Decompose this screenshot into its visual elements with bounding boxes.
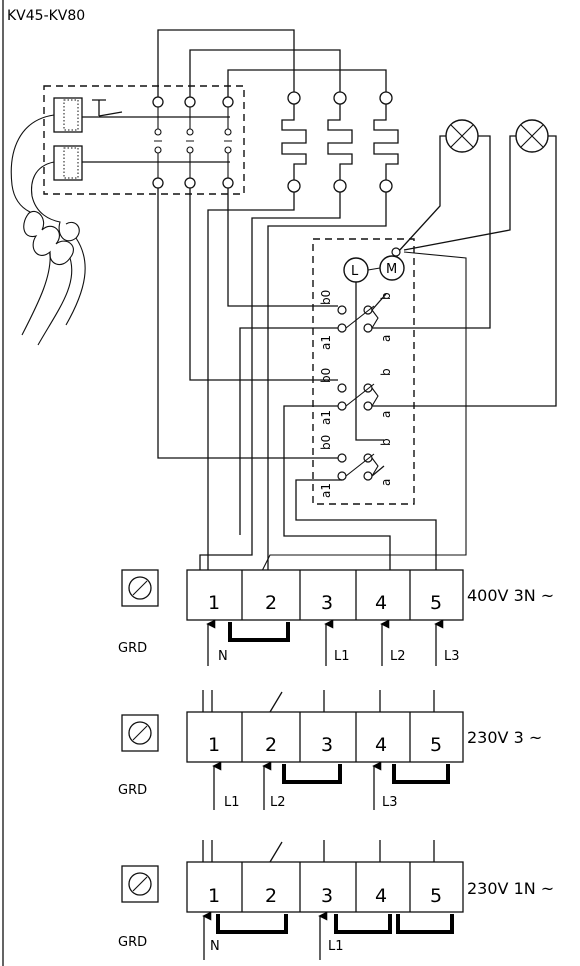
svg-text:4: 4 (375, 885, 387, 907)
internal-wiring (157, 188, 437, 570)
svg-text:L1: L1 (334, 649, 350, 664)
svg-text:a: a (379, 411, 393, 418)
svg-text:b0: b0 (319, 435, 333, 450)
svg-text:2: 2 (265, 885, 277, 907)
svg-text:N: N (218, 649, 228, 664)
terminal-block-230v-3: GRD 1 2 3 4 5 230V 3 ~ L1 L2 L3 (118, 690, 542, 810)
ground-terminal-3: GRD (118, 865, 159, 950)
svg-text:GRD: GRD (118, 783, 147, 798)
thermostat-contacts (152, 96, 234, 189)
svg-text:a1: a1 (319, 483, 333, 498)
top-wiring (157, 29, 387, 97)
svg-text:a1: a1 (319, 335, 333, 350)
svg-text:L3: L3 (444, 649, 460, 664)
svg-text:N: N (210, 939, 220, 954)
heating-element-2 (327, 91, 353, 193)
svg-text:L2: L2 (270, 795, 286, 810)
lamp-1-icon (445, 119, 479, 153)
svg-text:400V 3N ~: 400V 3N ~ (467, 586, 554, 605)
svg-text:b0: b0 (319, 290, 333, 305)
svg-text:1: 1 (208, 592, 220, 614)
selector-switch: L M b0 a1 b a b0 a1 b a (259, 238, 467, 576)
svg-text:2: 2 (265, 592, 277, 614)
svg-text:L2: L2 (390, 649, 406, 664)
svg-text:b0: b0 (319, 368, 333, 383)
svg-text:4: 4 (375, 592, 387, 614)
svg-text:3: 3 (321, 885, 333, 907)
svg-text:5: 5 (430, 592, 442, 614)
svg-text:4: 4 (375, 734, 387, 756)
ground-terminal-1: GRD (118, 569, 159, 656)
switch-3: b0 a1 b a (319, 435, 393, 498)
switch-2: b0 a1 b a (319, 368, 393, 425)
svg-text:a1: a1 (319, 410, 333, 425)
svg-text:GRD: GRD (118, 935, 147, 950)
svg-text:b: b (379, 368, 393, 376)
thermostat-unit (43, 85, 245, 195)
heating-element-1 (281, 91, 307, 193)
svg-text:3: 3 (321, 592, 333, 614)
svg-text:b: b (379, 292, 393, 300)
svg-text:b: b (379, 438, 393, 446)
svg-text:5: 5 (430, 885, 442, 907)
heating-element-3 (373, 91, 399, 193)
lamp-2-icon (515, 119, 549, 153)
svg-text:L3: L3 (382, 795, 398, 810)
terminal-block-400v-3n: GRD 1 2 3 4 5 400V 3N ~ N L1 L2 L3 (118, 569, 554, 666)
svg-text:1: 1 (208, 885, 220, 907)
svg-text:3: 3 (321, 734, 333, 756)
indicator-light-icon: L (343, 257, 369, 283)
capillary-tube (10, 114, 86, 346)
terminal-block-230v-1n: GRD 1 2 3 4 5 230V 1N ~ N L1 (118, 840, 554, 960)
svg-text:2: 2 (265, 734, 277, 756)
svg-text:1: 1 (208, 734, 220, 756)
switch-1: b0 a1 b a (319, 290, 393, 350)
svg-text:230V 3 ~: 230V 3 ~ (467, 728, 542, 747)
diagram-title: KV45-KV80 (7, 8, 85, 24)
svg-text:L1: L1 (224, 795, 240, 810)
ground-terminal-2: GRD (118, 714, 159, 798)
svg-text:a: a (379, 335, 393, 342)
svg-text:a: a (379, 479, 393, 486)
motor-icon: M (379, 255, 405, 281)
indicator-lamps (372, 119, 557, 407)
svg-text:L1: L1 (328, 939, 344, 954)
heating-elements (281, 91, 399, 193)
svg-text:230V 1N ~: 230V 1N ~ (467, 879, 554, 898)
svg-text:L: L (351, 264, 359, 279)
svg-text:GRD: GRD (118, 641, 147, 656)
svg-text:M: M (386, 262, 397, 277)
svg-text:5: 5 (430, 734, 442, 756)
